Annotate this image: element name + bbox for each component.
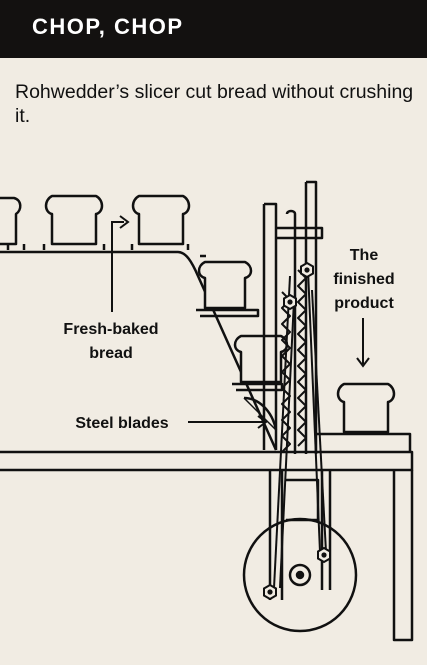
loaf-ramp-1 [197,260,253,310]
header-band: CHOP, CHOP [0,0,427,58]
crank-bolt-1 [317,547,331,563]
leader-lines [111,215,370,429]
loaf-finished [336,382,396,434]
label-fresh-baked-1: Fresh-baked [63,321,158,338]
label-steel-blades: Steel blades [75,415,168,432]
machine-drawing [0,180,414,642]
infeed-ramp [0,250,278,451]
pivot-bolt-1 [300,262,314,278]
flywheel [242,517,358,633]
pivot-bolt-2 [283,294,297,310]
fresh-bread-leader [111,221,124,312]
finished-product-arrowhead [356,357,370,368]
loaf-top-1 [44,194,104,246]
steel-blades-arrowhead [257,415,268,429]
label-fresh-baked-2: bread [89,345,133,362]
intro-text: Rohwedder’s slicer cut bread without cru… [15,81,414,127]
label-finished-3: product [334,295,394,312]
label-finished-2: finished [333,271,394,288]
fresh-bread-arrowhead [119,215,130,229]
loaf-ramp-2 [233,334,289,384]
label-finished-1: The [350,247,379,264]
header-title: CHOP, CHOP [32,14,184,39]
loaf-top-2 [131,194,191,246]
loaf-left-partial [0,196,22,246]
crank-bolt-2 [263,584,277,600]
